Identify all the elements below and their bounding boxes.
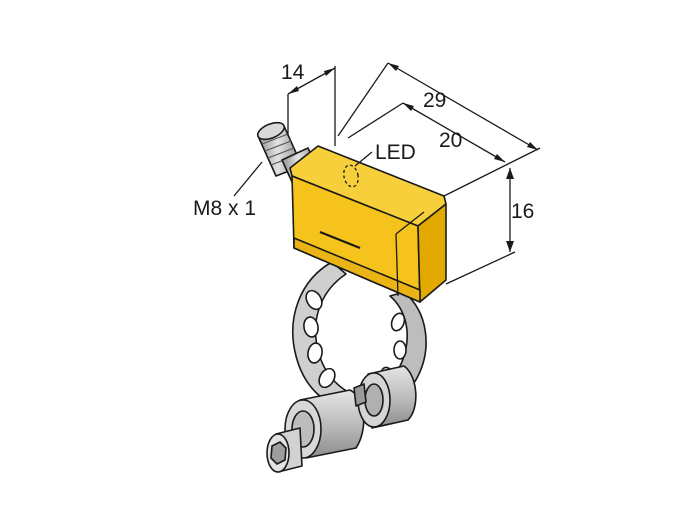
clamp-screw: [266, 389, 365, 473]
dimension-lines: [233, 62, 541, 285]
led-marker: [343, 164, 359, 188]
thread-label: M8 x 1: [193, 197, 256, 220]
dimension-label-29: 29: [423, 89, 446, 112]
dimension-label-16: 16: [511, 200, 534, 223]
sensor-housing: [289, 145, 447, 303]
dimension-label-20: 20: [439, 129, 462, 152]
led-label: LED: [375, 141, 416, 164]
clamp-nut: [353, 365, 417, 429]
dimension-label-14: 14: [281, 61, 305, 84]
